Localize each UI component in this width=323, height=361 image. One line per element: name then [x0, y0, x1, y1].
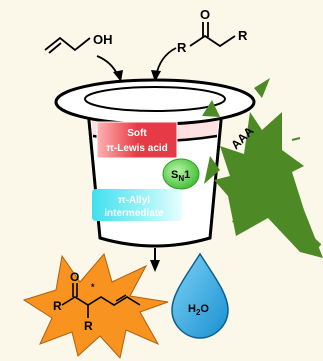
product-structure: R O R *: [53, 270, 141, 333]
burst-spike-left: [204, 156, 220, 184]
ketone-arrowhead: [151, 70, 161, 82]
product-arrowhead: [150, 260, 160, 272]
pi-allyl-line2: intermediate: [104, 208, 164, 219]
burst-beam: [236, 171, 322, 252]
sn1-n: N: [178, 174, 184, 183]
sn1-s: S: [171, 169, 178, 181]
sn1-label: SN1: [171, 169, 190, 183]
hydroxyl-label: OH: [93, 32, 113, 47]
water-2: 2: [196, 308, 201, 317]
pi-allyl-line1: π-Allyl: [118, 195, 150, 206]
water-h: H: [188, 303, 196, 315]
ketone-oxygen: O: [200, 7, 210, 22]
hat-opening: [84, 86, 226, 112]
water-o: O: [200, 303, 209, 315]
sn1-circle: SN1: [162, 158, 200, 190]
soft-lewis-acid-box: Soft π-Lewis acid: [96, 121, 178, 159]
water-drop: H2O: [171, 252, 229, 339]
lewis-acid-line1: Soft: [127, 128, 147, 139]
ketone-r-right: R: [238, 28, 248, 43]
product-oxygen: O: [70, 270, 79, 284]
ketone-r-left: R: [177, 40, 187, 55]
product-star: [22, 252, 169, 360]
burst-spike-upper: [254, 78, 270, 98]
top-hat: [54, 78, 256, 248]
burst-spike-top: [202, 100, 220, 117]
alcohol-arrowhead: [113, 70, 123, 82]
water-label: H2O: [188, 303, 209, 317]
product-r2: R: [84, 319, 93, 333]
stereocenter-mark: *: [91, 282, 95, 292]
lewis-acid-line2: π-Lewis acid: [106, 143, 168, 154]
sn1-one: 1: [184, 169, 190, 181]
ketone-structure: R O R: [177, 7, 248, 55]
product-r1: R: [53, 299, 62, 313]
burst-spike-lower: [232, 212, 246, 226]
allyl-alcohol-structure: OH: [44, 32, 113, 54]
pi-allyl-box: π-Allyl intermediate: [92, 189, 182, 221]
